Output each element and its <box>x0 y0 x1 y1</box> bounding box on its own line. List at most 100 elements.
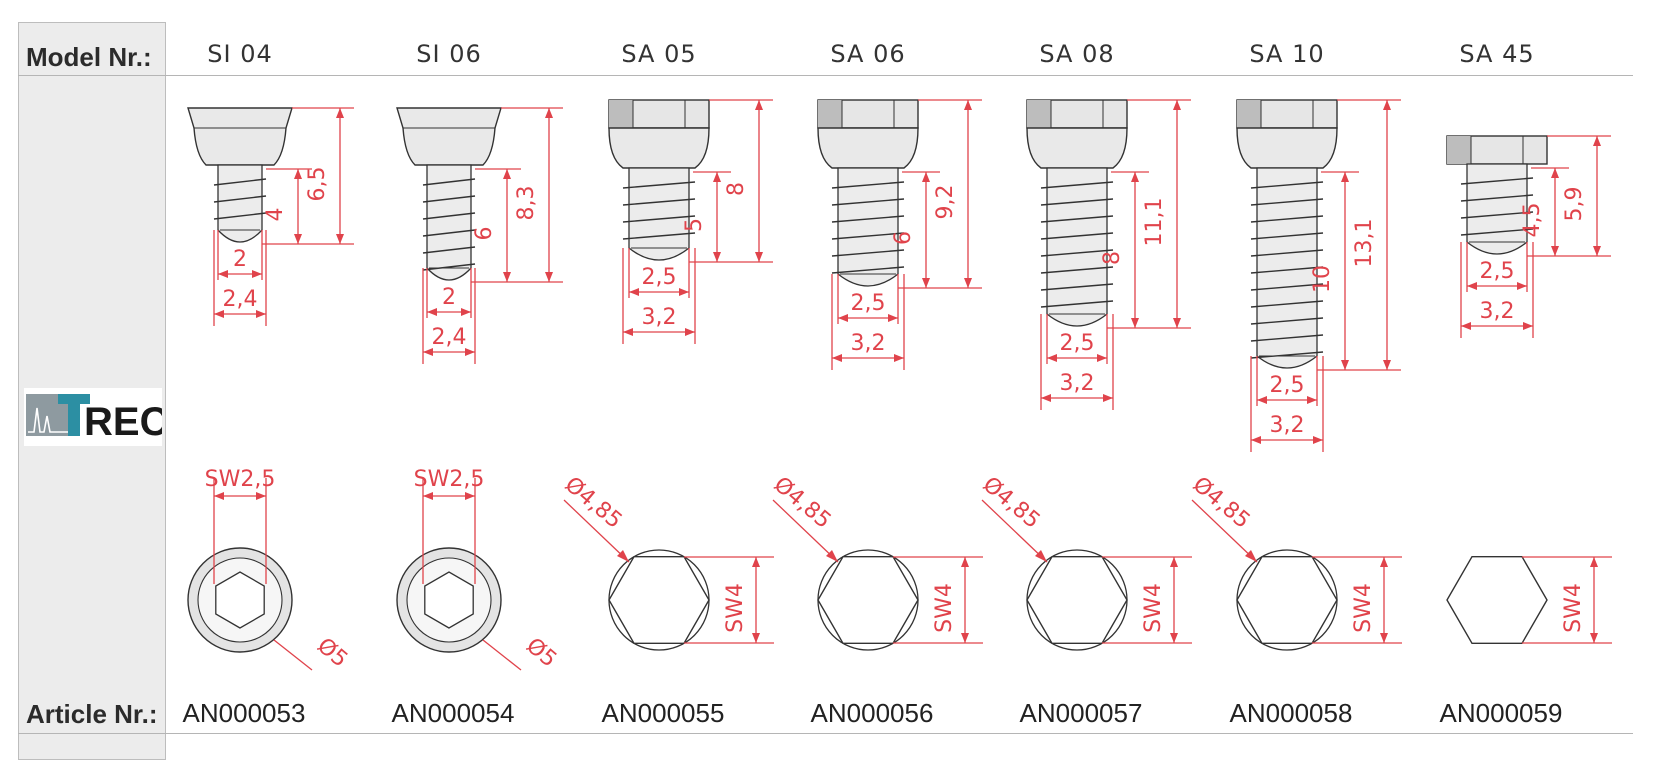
thread-line <box>1250 351 1324 359</box>
model-number: SA 08 <box>1039 40 1115 68</box>
diameter-leader <box>772 499 839 563</box>
article-number: AN000055 <box>601 698 725 728</box>
hex-head-shade <box>1237 100 1261 128</box>
hex-socket <box>215 571 265 629</box>
outer-dia-leader <box>482 639 522 671</box>
thread-line <box>622 181 696 189</box>
countersunk-head <box>187 107 293 166</box>
hex-head-shade <box>818 100 842 128</box>
diameter-leader <box>981 499 1048 563</box>
outer-diameter-dim-arrow-left <box>832 354 842 362</box>
socket-width-dim-arrow-left <box>214 492 224 500</box>
diameter-label: Ø4,85 <box>978 472 1045 534</box>
model-number: SA 05 <box>621 40 697 68</box>
total-length-dim-arrow-top <box>545 108 553 118</box>
wrench-size-label: SW4 <box>1561 583 1586 633</box>
thread-line <box>422 178 476 186</box>
core-diameter-dim-arrow-right <box>1517 282 1527 290</box>
wrench-size-dim-arrow-top <box>961 557 969 567</box>
socket-width-dim-arrow-right <box>256 492 266 500</box>
outer-diameter-dim-arrow-left <box>623 328 633 336</box>
thread-line <box>622 198 696 206</box>
thread-length-dim-arrow-bottom <box>1551 246 1559 256</box>
core-diameter-dim-arrow-right <box>252 270 262 278</box>
thread-length-dim-arrow-top <box>922 172 930 182</box>
core-diameter-dim-arrow-left <box>1257 396 1267 404</box>
thread-length-dim-arrow-bottom <box>922 278 930 288</box>
total-length-dim-arrow-bottom <box>545 272 553 282</box>
socket-width-label: SW2,5 <box>205 467 276 492</box>
thread-line <box>1250 198 1324 206</box>
screw-shank <box>628 167 690 261</box>
outer-diameter-label: 3,2 <box>1480 299 1515 324</box>
total-length-label: 9,2 <box>933 185 958 220</box>
logo-peaks-icon <box>28 407 68 433</box>
total-length-label: 8 <box>724 182 749 196</box>
outer-dia-label: Ø5 <box>312 633 352 672</box>
outer-diameter-label: 3,2 <box>851 331 886 356</box>
article-number: AN000057 <box>1019 698 1143 728</box>
core-diameter-dim-arrow-right <box>888 314 898 322</box>
outer-diameter-dim-arrow-right <box>1523 322 1533 330</box>
wrench-size-dim-arrow-top <box>752 557 760 567</box>
wrench-size-dim-arrow-bottom <box>1170 633 1178 643</box>
core-diameter-dim-arrow-left <box>218 270 228 278</box>
thread-line <box>422 212 476 220</box>
outer-diameter-dim-arrow-left <box>1461 322 1471 330</box>
wrench-size-label: SW4 <box>932 583 957 633</box>
thread-length-dim-arrow-top <box>1551 168 1559 178</box>
thread-line <box>1250 232 1324 240</box>
thread-line <box>213 178 267 186</box>
outer-diameter-dim-arrow-right <box>256 310 266 318</box>
total-length-dim-arrow-bottom <box>1173 318 1181 328</box>
diameter-leader-arrow <box>1035 550 1047 562</box>
diameter-leader-arrow <box>1245 550 1257 562</box>
core-diameter-dim-arrow-left <box>427 308 437 316</box>
core-diameter-dim-arrow-right <box>1307 396 1317 404</box>
outer-diameter-dim-arrow-left <box>423 348 433 356</box>
thread-line <box>1250 317 1324 325</box>
thread-line <box>422 229 476 237</box>
wrench-size-dim-arrow-bottom <box>752 633 760 643</box>
outer-diameter-dim-arrow-left <box>1251 436 1261 444</box>
wrench-size-label: SW4 <box>723 583 748 633</box>
thread-length-label: 4,5 <box>1520 203 1545 238</box>
thread-line <box>422 263 476 271</box>
thread-length-label: 5 <box>682 218 707 232</box>
head-shoulder <box>1026 127 1128 169</box>
countersunk-head <box>396 107 502 166</box>
thread-line <box>1040 249 1114 257</box>
thread-length-label: 6 <box>891 231 916 245</box>
thread-length-dim-arrow-bottom <box>1131 318 1139 328</box>
hex-head-shade <box>1447 136 1471 164</box>
outer-diameter-label: 2,4 <box>432 325 467 350</box>
thread-line <box>1040 232 1114 240</box>
diameter-label: Ø4,85 <box>1188 472 1255 534</box>
article-nr-label: Article Nr.: <box>26 699 158 729</box>
thread-line <box>1250 300 1324 308</box>
thread-line <box>622 232 696 240</box>
outer-diameter-label: 3,2 <box>1270 413 1305 438</box>
head-shoulder <box>1236 127 1338 169</box>
thread-line <box>622 215 696 223</box>
hex-socket <box>424 571 474 629</box>
thread-line <box>422 195 476 203</box>
article-number: AN000059 <box>1439 698 1563 728</box>
outer-diameter-label: 3,2 <box>642 305 677 330</box>
thread-length-dim-arrow-top <box>1131 172 1139 182</box>
screw-shank <box>1466 163 1528 255</box>
core-diameter-label: 2,5 <box>642 265 677 290</box>
total-length-dim-arrow-top <box>1593 136 1601 146</box>
total-length-dim-arrow-bottom <box>964 278 972 288</box>
total-length-label: 8,3 <box>514 186 539 221</box>
socket-width-label: SW2,5 <box>414 467 485 492</box>
outer-diameter-dim-arrow-right <box>1313 436 1323 444</box>
thread-line <box>213 212 267 220</box>
diameter-label: Ø4,85 <box>560 472 627 534</box>
thread-line <box>1460 228 1534 236</box>
total-length-dim-arrow-top <box>1173 100 1181 110</box>
thread-length-label: 6 <box>472 227 497 241</box>
total-length-dim-arrow-top <box>755 100 763 110</box>
wrench-size-dim-arrow-top <box>1380 557 1388 567</box>
